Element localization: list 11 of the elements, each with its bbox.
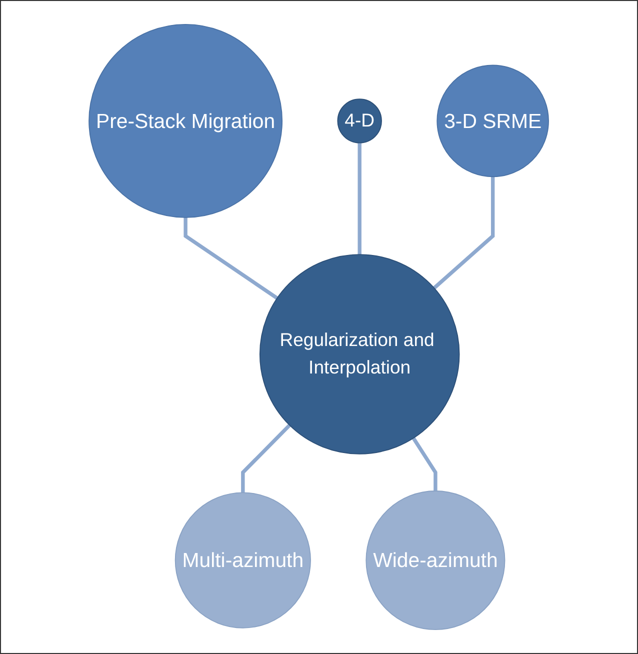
node-circle: Regularization and Interpolation xyxy=(260,254,460,454)
connector xyxy=(433,176,495,290)
connector xyxy=(184,217,278,300)
connector xyxy=(358,142,362,255)
connector xyxy=(241,424,292,493)
node-circle: 3-D SRME xyxy=(436,64,550,178)
connector xyxy=(412,437,438,491)
node-circle: Pre-Stack Migration xyxy=(88,24,283,218)
node-circle: 4-D xyxy=(337,98,382,144)
node-circle: Multi-azimuth xyxy=(175,492,312,628)
node-circle: Wide-azimuth xyxy=(366,490,506,630)
